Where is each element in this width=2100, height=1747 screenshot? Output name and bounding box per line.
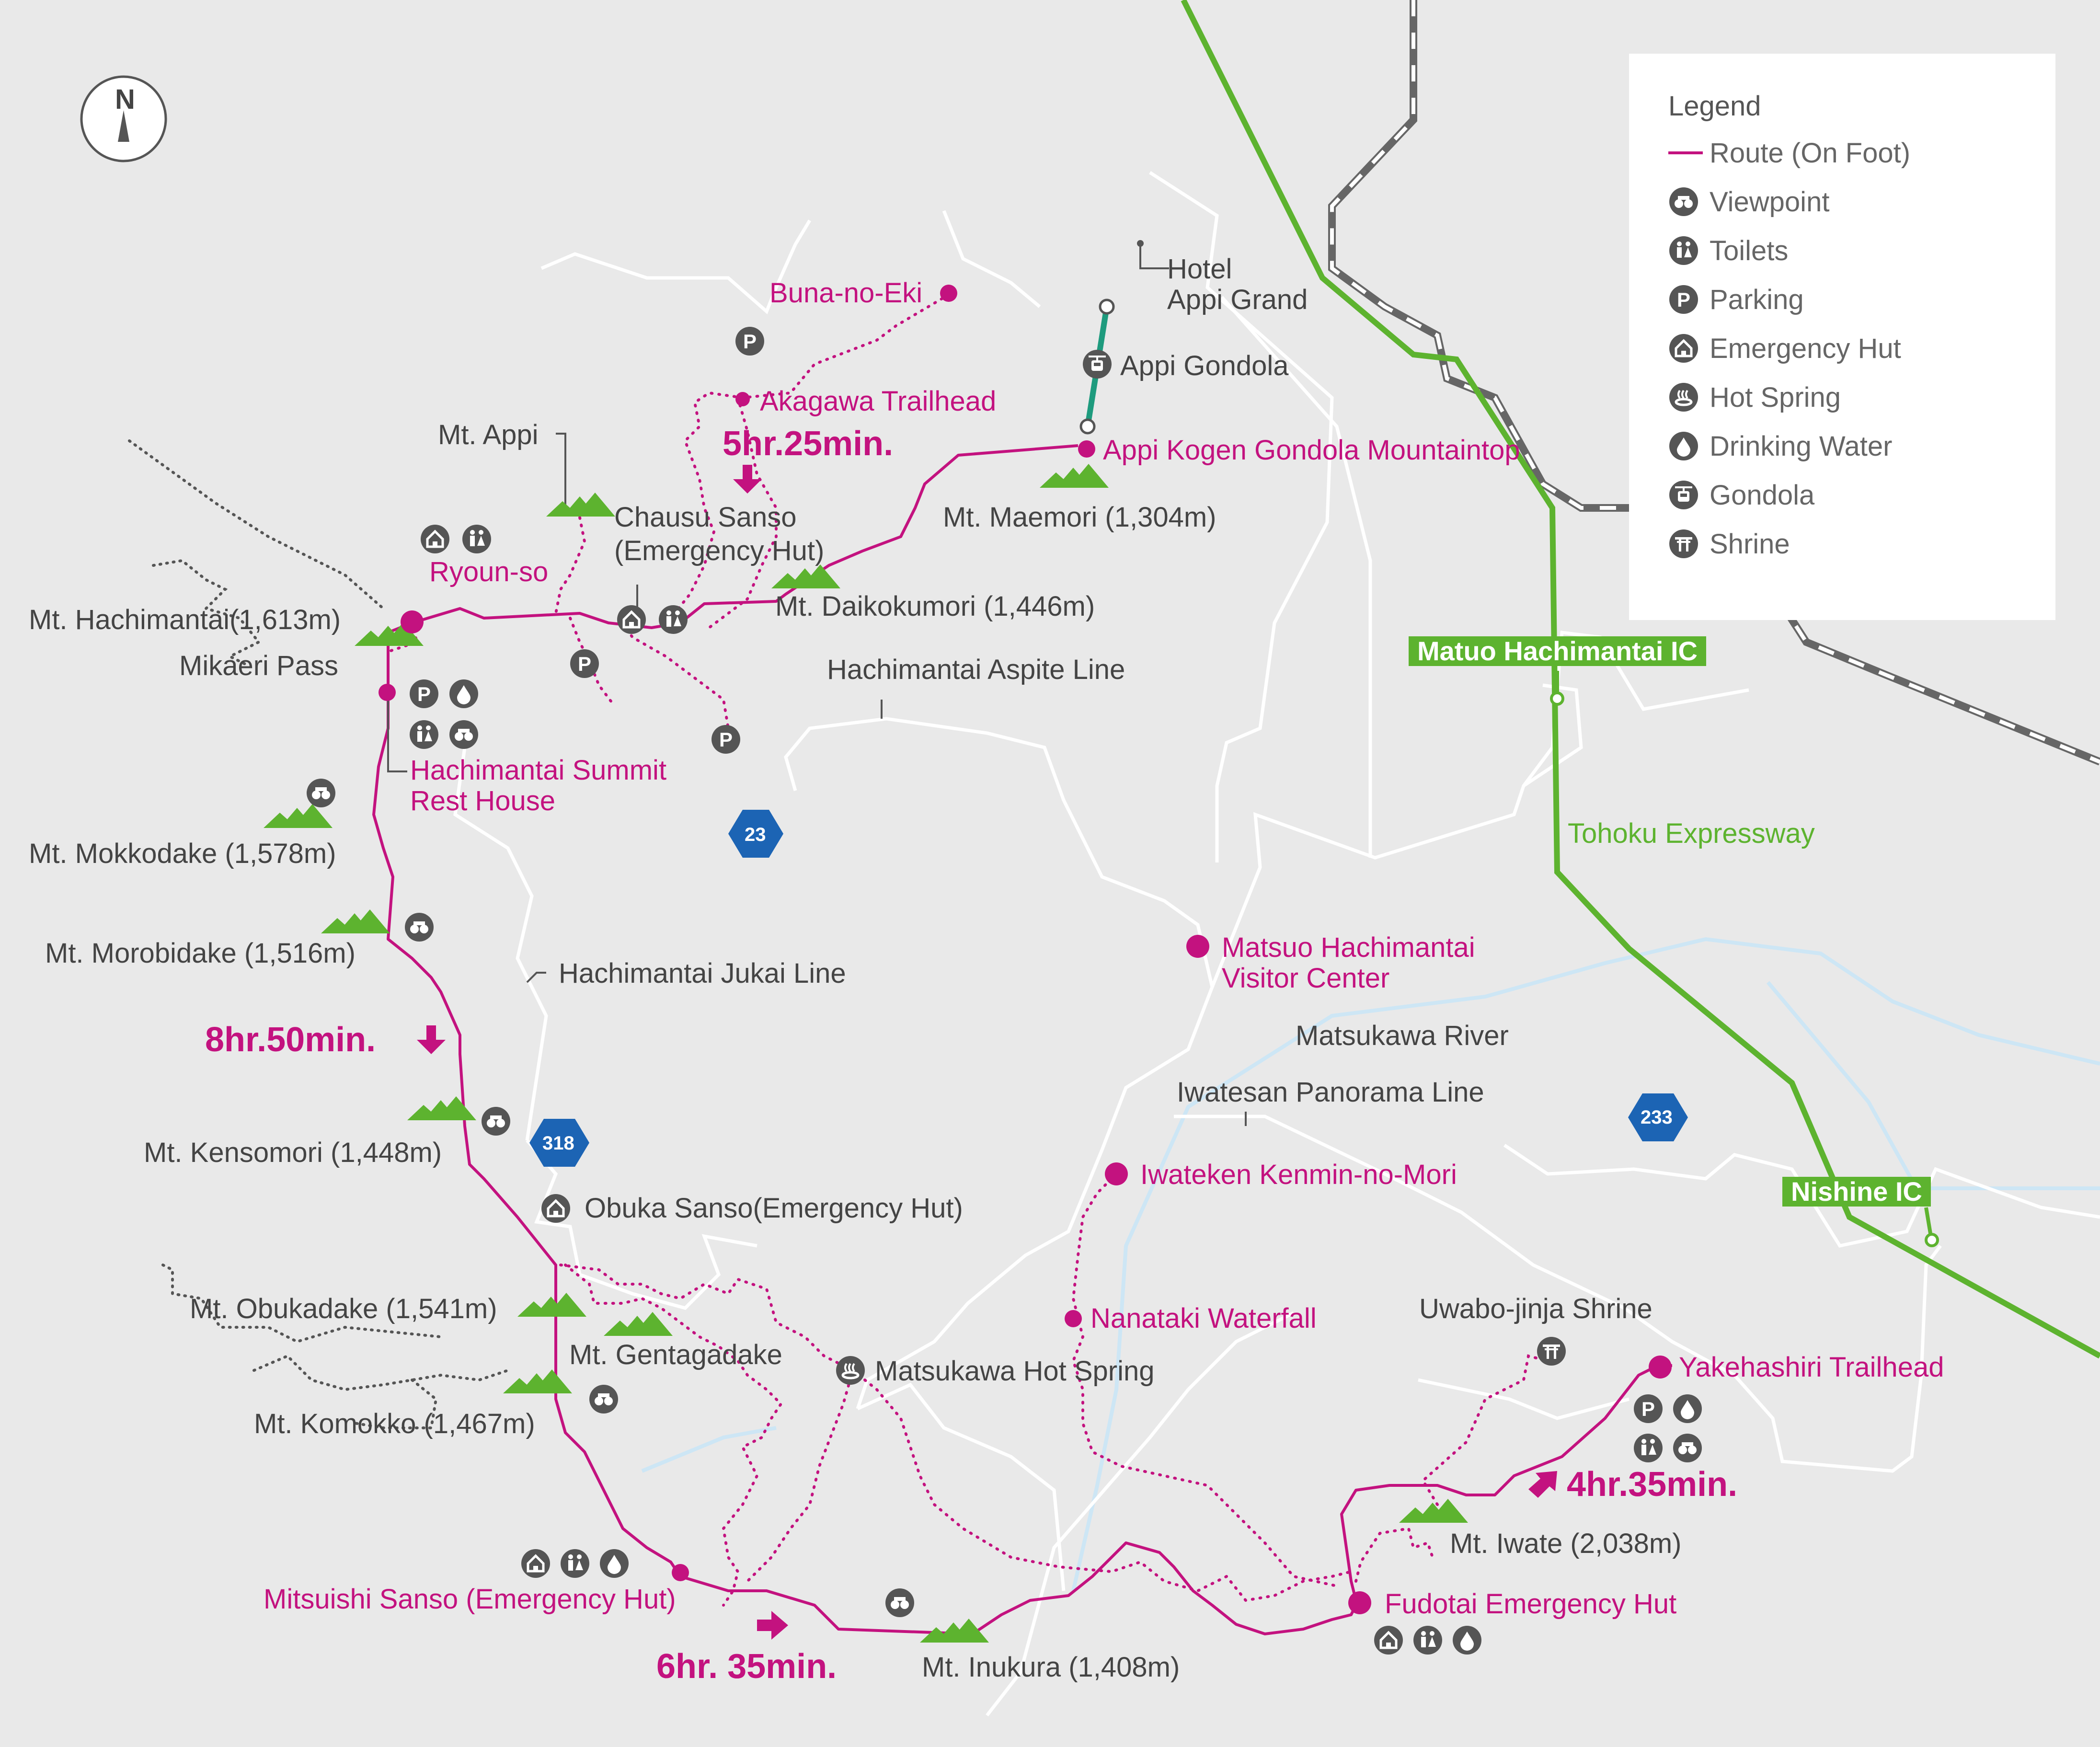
time-5hr25: 5hr.25min. <box>723 425 894 463</box>
legend-item-drinking-water: Drinking Water <box>1668 429 1892 463</box>
visitor-center-label-1: Matsuo Hachimantai <box>1222 932 1475 963</box>
route-318-number: 318 <box>542 1133 574 1154</box>
chausu-sanso-label-1: Chausu Sanso <box>614 502 797 533</box>
toilets-icon <box>1669 236 1698 265</box>
buna-no-eki-label: Buna-no-Eki <box>769 277 923 309</box>
obuka-sanso-label: Obuka Sanso(Emergency Hut) <box>585 1193 963 1224</box>
hotel-label-1: Hotel <box>1167 253 1232 285</box>
jukai-line-label: Hachimantai Jukai Line <box>559 958 846 989</box>
legend-panel: Legend Route (On Foot) Viewpoint Toilets… <box>1629 54 2055 620</box>
kenmin-no-mori-label: Iwateken Kenmin-no-Mori <box>1140 1159 1457 1190</box>
legend-item-route: Route (On Foot) <box>1668 136 1910 170</box>
route-points <box>379 285 1672 1614</box>
matuo-hachimantai-ic-label: Matuo Hachimantai IC <box>1409 636 1706 666</box>
legend-item-emergency-hut: Emergency Hut <box>1668 332 1901 365</box>
route-318-shield <box>529 1119 589 1167</box>
fudotai-hut-label: Fudotai Emergency Hut <box>1385 1588 1677 1620</box>
mt-morobidake-label: Mt. Morobidake (1,516m) <box>45 938 356 969</box>
uwabo-jinja-label: Uwabo-jinja Shrine <box>1419 1293 1652 1324</box>
hot-spring-icon <box>1668 382 1699 413</box>
compass-rose <box>80 75 167 162</box>
mountain-markers <box>264 464 1468 1643</box>
tohoku-expressway-label: Tohoku Expressway <box>1568 818 1815 849</box>
road-shields <box>529 810 1688 1167</box>
binoculars-icon <box>1669 187 1698 216</box>
legend-item-hot-spring: Hot Spring <box>1668 380 1841 414</box>
hotel-label-2: Appi Grand <box>1167 284 1308 315</box>
matsukawa-hot-spring-label: Matsukawa Hot Spring <box>875 1356 1155 1387</box>
mt-iwate-label: Mt. Iwate (2,038m) <box>1450 1528 1682 1559</box>
water-drop-icon <box>1669 432 1698 460</box>
route-23-number: 23 <box>745 824 766 845</box>
time-8hr50: 8hr.50min. <box>205 1021 376 1059</box>
trails-gray <box>128 439 509 1429</box>
mt-daikokumori-label: Mt. Daikokumori (1,446m) <box>775 591 1095 622</box>
route-233-shield <box>1628 1093 1688 1141</box>
legend-title: Legend <box>1668 91 1761 122</box>
legend-item-toilets: Toilets <box>1668 234 1788 267</box>
mt-obukadake-label: Mt. Obukadake (1,541m) <box>190 1293 497 1324</box>
expressway-line <box>1181 0 2100 1359</box>
appi-gondola-label: Appi Gondola <box>1120 350 1289 381</box>
panorama-line-label: Iwatesan Panorama Line <box>1177 1077 1484 1108</box>
visitor-center-label-2: Visitor Center <box>1222 963 1390 994</box>
mt-inukura-label: Mt. Inukura (1,408m) <box>922 1652 1180 1683</box>
appi-kogen-label: Appi Kogen Gondola Mountaintop <box>1103 435 1520 466</box>
matsukawa-river-label: Matsukawa River <box>1296 1020 1509 1051</box>
legend-item-shrine: Shrine <box>1668 527 1790 561</box>
summit-rest-house-label-2: Rest House <box>410 785 556 816</box>
summit-rest-house-label-1: Hachimantai Summit <box>410 755 667 786</box>
compass-north-label: N <box>115 84 135 115</box>
legend-item-viewpoint: Viewpoint <box>1668 185 1829 218</box>
nishine-ic-label: Nishine IC <box>1782 1177 1931 1207</box>
mitsuishi-sanso-label: Mitsuishi Sanso (Emergency Hut) <box>264 1584 676 1615</box>
ryoun-so-label: Ryoun-so <box>429 556 549 587</box>
route-line-swatch <box>1668 151 1703 154</box>
legend-item-gondola: Gondola <box>1668 478 1814 512</box>
gondola-icon <box>1668 480 1699 510</box>
yakehashiri-trailhead-label: Yakehashiri Trailhead <box>1679 1352 1944 1383</box>
route-233-number: 233 <box>1641 1107 1673 1128</box>
mt-gentagadake-label: Mt. Gentagadake <box>569 1339 782 1370</box>
aspite-line-label: Hachimantai Aspite Line <box>827 654 1125 685</box>
mt-maemori-label: Mt. Maemori (1,304m) <box>943 502 1216 533</box>
shrine-icon <box>1669 529 1698 558</box>
legend-item-parking: Parking <box>1668 283 1804 316</box>
time-6hr35: 6hr. 35min. <box>656 1647 837 1686</box>
chausu-sanso-label-2: (Emergency Hut) <box>614 535 825 566</box>
mikaeri-pass-label: Mikaeri Pass <box>179 650 338 681</box>
mt-hachimantai-label: Mt. Hachimantai(1,613m) <box>29 604 341 635</box>
route-23-shield <box>728 810 783 858</box>
roads <box>453 171 2100 1717</box>
time-4hr35: 4hr.35min. <box>1567 1465 1738 1504</box>
mt-komokko-label: Mt. Komokko (1,467m) <box>254 1408 535 1439</box>
mt-mokkodake-label: Mt. Mokkodake (1,578m) <box>29 838 336 869</box>
rivers <box>641 937 2100 1591</box>
mt-appi-label: Mt. Appi <box>438 419 539 450</box>
parking-icon <box>1669 285 1698 314</box>
main-route <box>372 444 1672 1635</box>
nanataki-waterfall-label: Nanataki Waterfall <box>1090 1303 1317 1334</box>
mt-kensomori-label: Mt. Kensomori (1,448m) <box>144 1137 442 1168</box>
akagawa-trailhead-label: Akagawa Trailhead <box>760 386 997 417</box>
direction-arrows <box>417 465 1557 1640</box>
hut-icon <box>1668 333 1699 364</box>
